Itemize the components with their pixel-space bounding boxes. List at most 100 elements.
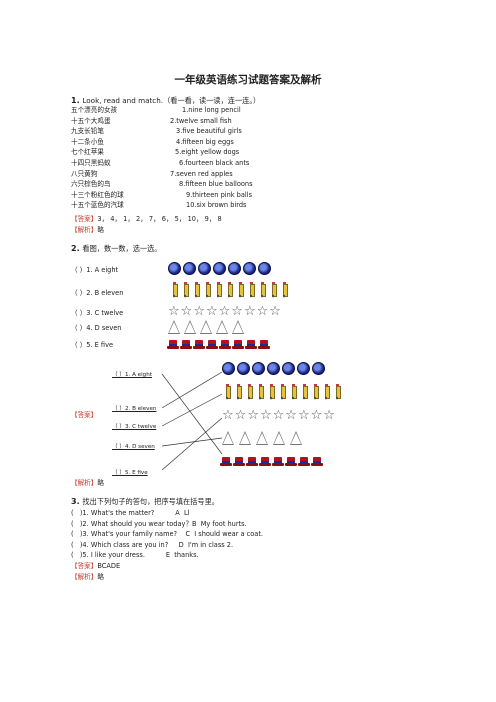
q3-line: ( )1. What's the matter? A Ll <box>71 509 190 517</box>
q1-right-item: 6.fourteen black ants <box>179 158 250 167</box>
q1-left-item: 十三个粉红色的球 <box>71 190 124 199</box>
soccer-ball-icon <box>183 262 196 275</box>
star-icon: ☆ <box>168 304 180 319</box>
pencil-icon <box>281 282 288 299</box>
pencil-icon <box>323 384 330 401</box>
triangle-icon <box>273 431 285 445</box>
soccer-ball-icon <box>282 362 295 375</box>
soccer-ball-icon <box>297 362 310 375</box>
pencil-row <box>171 282 288 299</box>
soccer-ball-icon <box>222 362 235 375</box>
soccer-ball-icon <box>168 262 181 275</box>
answer-label: 【答案】 <box>71 562 98 570</box>
q3-lines: ( )1. What's the matter? A Ll ( )2. What… <box>71 508 263 561</box>
q1-number: 1. <box>71 96 80 105</box>
analysis-label: 【解析】 <box>71 479 98 487</box>
answer-triangle-row <box>222 431 302 445</box>
hat-icon <box>167 340 179 349</box>
analysis-label: 【解析】 <box>71 573 98 581</box>
hat-icon <box>206 340 218 349</box>
q3-line: ( )5. I like your dress. E thanks. <box>71 551 199 560</box>
answer-hat-row <box>220 457 323 466</box>
q3-number: 3. <box>71 497 80 506</box>
pencil-icon <box>270 282 277 299</box>
q2-heading: 2. 看图，数一数，选一选。 <box>71 244 161 254</box>
pencil-icon <box>224 384 231 401</box>
q1-instruction: Look, read and match.（看一看，读一读，连一连。） <box>82 96 261 105</box>
soccer-ball-row <box>168 262 271 275</box>
star-icon: ☆ <box>297 408 310 423</box>
star-icon: ☆ <box>256 304 269 319</box>
pencil-icon <box>171 282 178 299</box>
q3-answer-text: BCADE <box>97 562 121 570</box>
hat-icon <box>193 340 205 349</box>
pencil-icon <box>215 282 222 299</box>
q1-right-item: 8.fifteen blue balloons <box>179 180 253 189</box>
pencil-icon <box>259 282 266 299</box>
q1-right-item: 9.thirteen pink balls <box>186 190 253 199</box>
q1-answer: 【答案】3， 4， 1， 2， 7， 6， 5， 10， 9， 8 <box>71 214 222 225</box>
star-icon: ☆ <box>243 304 256 319</box>
q3-line: ( )4. Which class are you in? D I'm in c… <box>71 540 234 549</box>
triangle-icon <box>256 431 268 445</box>
hat-icon <box>180 340 192 349</box>
pencil-icon <box>193 282 200 299</box>
pencil-icon <box>290 384 297 401</box>
soccer-ball-icon <box>198 262 211 275</box>
triangle-icon <box>239 431 251 445</box>
pencil-icon <box>312 384 319 401</box>
triangle-icon <box>222 431 234 445</box>
q1-left-item: 八只黄狗 <box>71 169 98 178</box>
triangle-icon <box>216 320 228 334</box>
q1-right-column: 1.nine long pencil 2.twelve small fish 3… <box>170 105 253 211</box>
star-icon: ☆ <box>259 408 272 423</box>
hat-icon <box>219 340 231 349</box>
star-icon: ☆ <box>222 408 234 423</box>
star-icon: ☆ <box>234 408 247 423</box>
q1-right-item: 4.fifteen big eggs <box>176 137 234 146</box>
soccer-ball-icon <box>237 362 250 375</box>
pencil-icon <box>257 384 264 401</box>
q2-option: （ ）3. C twelve <box>71 309 124 317</box>
q2-instruction: 看图，数一数，选一选。 <box>82 244 162 253</box>
q2-answer-option: （ ）2. B eleven <box>112 406 157 412</box>
q1-answer-text: 3， 4， 1， 2， 7， 6， 5， 10， 9， 8 <box>97 215 222 223</box>
hat-icon <box>272 457 284 466</box>
pencil-icon <box>279 384 286 401</box>
q3-analysis: 【解析】略 <box>71 572 104 583</box>
star-icon: ☆ <box>272 408 285 423</box>
pencil-icon <box>235 384 242 401</box>
triangle-icon <box>290 431 302 445</box>
q1-analysis-text: 略 <box>97 226 104 234</box>
hat-icon <box>246 457 258 466</box>
q1-left-item: 六只棕色的鸟 <box>71 180 111 189</box>
q2-answer-label: 【答案】 <box>71 411 98 419</box>
hat-icon <box>298 457 310 466</box>
star-icon: ☆ <box>193 304 205 319</box>
answer-pencil-row <box>224 384 341 401</box>
soccer-ball-icon <box>228 262 241 275</box>
answer-soccer-ball-row <box>222 362 325 375</box>
q3-line: ( )2. What should you wear today？B My fo… <box>71 519 247 528</box>
answer-label: 【答案】 <box>71 215 98 223</box>
pencil-icon <box>226 282 233 299</box>
q2-analysis-text: 略 <box>97 479 104 487</box>
hat-icon <box>311 457 323 466</box>
hat-icon <box>259 457 271 466</box>
soccer-ball-icon <box>213 262 226 275</box>
star-icon: ☆ <box>231 304 243 319</box>
soccer-ball-icon <box>267 362 280 375</box>
q1-left-item: 七个红苹果 <box>71 148 104 157</box>
q3-answer: 【答案】BCADE <box>71 561 120 572</box>
hat-icon <box>220 457 232 466</box>
hat-icon <box>245 340 257 349</box>
answer-star-row: ☆ ☆ ☆ ☆ ☆ ☆ ☆ ☆ ☆ <box>222 409 335 422</box>
pencil-icon <box>334 384 341 401</box>
triangle-row <box>168 320 244 334</box>
star-icon: ☆ <box>269 304 281 319</box>
star-icon: ☆ <box>247 408 259 423</box>
matching-lines <box>161 371 223 471</box>
q1-right-item: 3.five beautiful girls <box>176 127 242 136</box>
q2-option: （ ）5. E five <box>71 341 114 349</box>
q1-left-item: 十二条小鱼 <box>71 137 104 146</box>
